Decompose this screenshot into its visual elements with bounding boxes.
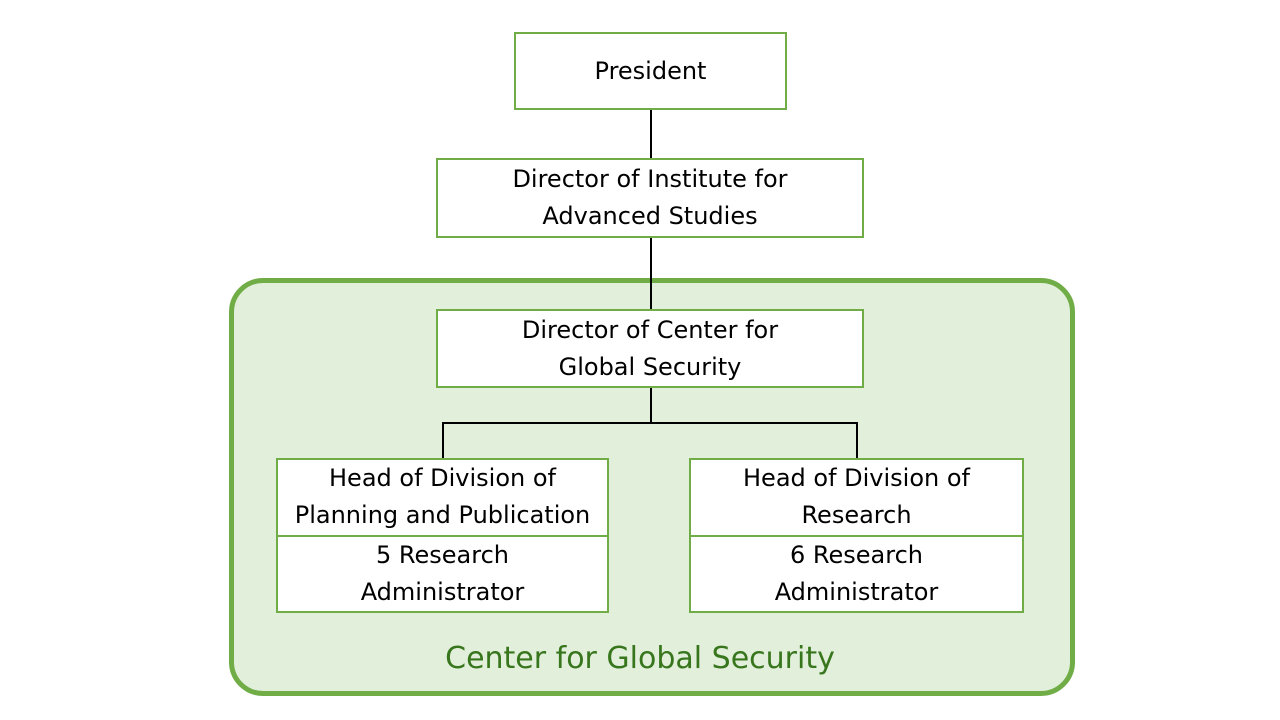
node-planning-head: Head of Division of Planning and Publica… [278,460,607,535]
node-planning-staff-label: 5 Research Administrator [360,540,525,606]
connector-director-ias-director-cgs [650,236,652,310]
node-director-ias: Director of Institute for Advanced Studi… [436,158,864,238]
connector-horizontal-bar [442,422,858,424]
node-planning-head-label: Head of Division of Planning and Publica… [294,464,591,530]
connector-to-planning-division [442,422,444,459]
node-planning-division: Head of Division of Planning and Publica… [276,458,609,613]
connector-to-research-division [856,422,858,459]
node-president-label: President [594,56,707,85]
node-research-staff-label: 6 Research Administrator [774,540,939,606]
connector-president-director-ias [650,109,652,159]
connector-director-cgs-trunk [650,386,652,423]
node-research-head-label: Head of Division of Research [743,464,970,530]
node-research-head: Head of Division of Research [691,460,1022,535]
node-director-cgs-label: Director of Center for Global Security [521,315,779,381]
node-director-cgs: Director of Center for Global Security [436,309,864,388]
node-director-ias-label: Director of Institute for Advanced Studi… [512,165,788,230]
node-planning-staff: 5 Research Administrator [278,534,607,612]
node-president: President [514,32,787,110]
node-research-staff: 6 Research Administrator [691,534,1022,612]
node-research-division: Head of Division of Research 6 Research … [689,458,1024,613]
group-label: Center for Global Security [445,641,835,676]
